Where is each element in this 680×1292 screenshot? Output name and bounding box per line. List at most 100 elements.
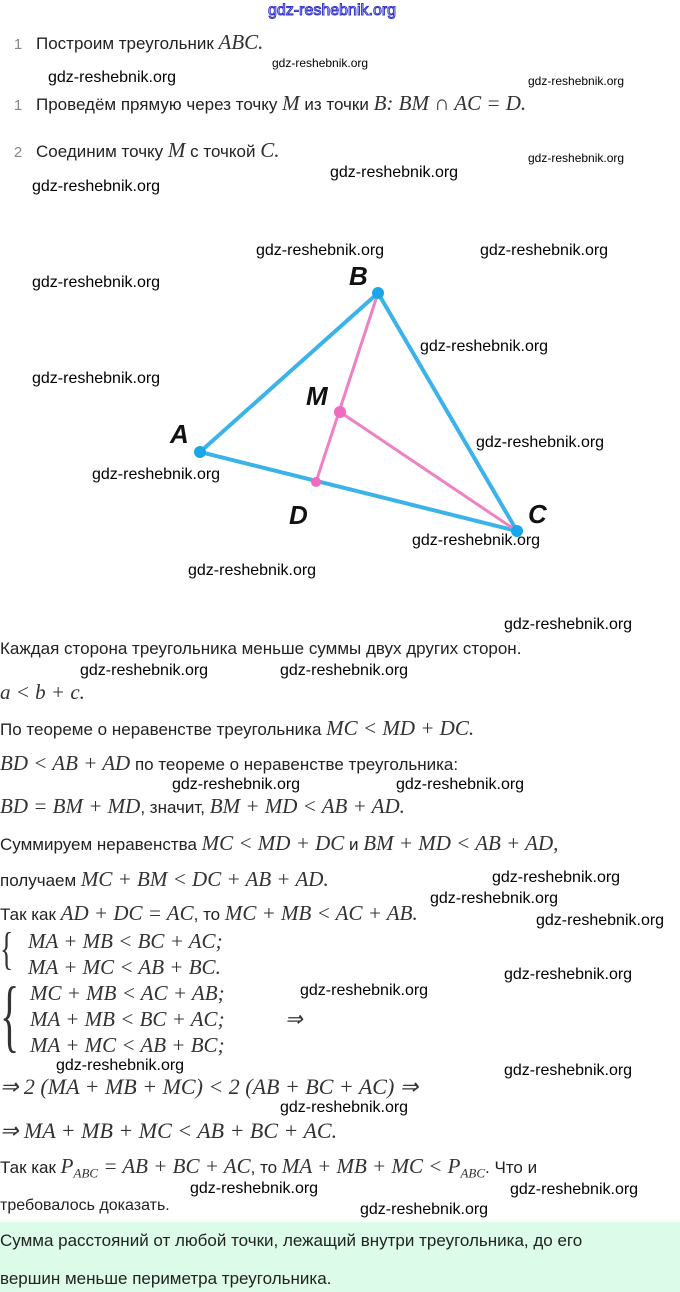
segment-mc bbox=[339, 410, 518, 533]
step-text: Соединим точку bbox=[36, 142, 168, 161]
watermark: gdz-reshebnik.org bbox=[32, 370, 161, 387]
step-text: Построим треугольник bbox=[36, 34, 219, 53]
point-m bbox=[334, 406, 346, 418]
label-c: C bbox=[528, 499, 548, 529]
text: , то bbox=[193, 905, 225, 924]
math: B: BM ∩ AC = D. bbox=[373, 91, 527, 115]
text: и bbox=[344, 835, 364, 854]
math: C. bbox=[260, 138, 280, 162]
watermark: gdz-reshebnik.org bbox=[32, 274, 161, 291]
implies-arrow: ⇒ bbox=[285, 1007, 303, 1031]
proof-line: Так как PABC = AB + BC + AC, то MA + MB … bbox=[0, 1155, 537, 1184]
watermark: gdz-reshebnik.org bbox=[256, 242, 385, 259]
label-b: B bbox=[349, 261, 368, 291]
proof-line: требовалось доказать. bbox=[0, 1197, 170, 1214]
math: MC + MB < AC + AB. bbox=[224, 901, 418, 925]
label-m: M bbox=[306, 381, 329, 411]
watermark: gdz-reshebnik.org bbox=[536, 912, 665, 929]
step-text: из точки bbox=[299, 95, 374, 114]
step-text: с точкой bbox=[185, 142, 261, 161]
triangle-abc bbox=[195, 289, 522, 535]
text: Суммируем неравенства bbox=[0, 835, 202, 854]
text: , то bbox=[250, 1158, 282, 1177]
text: По теореме о неравенстве треугольника bbox=[0, 720, 327, 739]
step-number: 2 bbox=[13, 144, 23, 161]
conclusion-box: Сумма расстояний от любой точки, лежащий… bbox=[0, 1222, 680, 1292]
math: BM + MD < AB + AD, bbox=[363, 831, 559, 855]
watermark: gdz-reshebnik.org bbox=[280, 1099, 409, 1116]
system-line: MA + MB < BC + AC; bbox=[28, 929, 223, 953]
math: MC < MD + DC bbox=[201, 831, 345, 855]
watermark: gdz-reshebnik.org bbox=[48, 69, 177, 86]
proof-line: BD < AB + AD по теореме о неравенстве тр… bbox=[0, 752, 458, 776]
text: Так как bbox=[0, 905, 61, 924]
proof-math: a < b + c. bbox=[0, 680, 85, 704]
label-d: D bbox=[289, 500, 308, 530]
watermark: gdz-reshebnik.org bbox=[300, 982, 429, 999]
segment-bd bbox=[314, 292, 380, 483]
watermark: gdz-reshebnik.org bbox=[504, 966, 633, 983]
watermark: gdz-reshebnik.org bbox=[80, 662, 209, 679]
math: BM + MD < AB + AD. bbox=[209, 794, 405, 818]
math: BD < AB + AD bbox=[0, 751, 131, 775]
point-c bbox=[511, 525, 523, 537]
point-b bbox=[372, 287, 384, 299]
watermark: gdz-reshebnik.org bbox=[272, 56, 369, 70]
conclusion-line: Сумма расстояний от любой точки, лежащий… bbox=[0, 1231, 583, 1250]
system-line: MA + MC < AB + BC. bbox=[28, 955, 221, 979]
triangle-diagram: B A M D C bbox=[169, 261, 548, 537]
step-number: 1 bbox=[13, 36, 23, 53]
math: M bbox=[282, 91, 300, 115]
system-brace: { bbox=[0, 923, 14, 974]
watermark: gdz-reshebnik.org bbox=[280, 662, 409, 679]
watermark: gdz-reshebnik.org bbox=[528, 74, 625, 88]
watermark: gdz-reshebnik.org bbox=[492, 869, 621, 886]
math: MC < MD + DC. bbox=[326, 716, 475, 740]
watermark: gdz-reshebnik.org bbox=[396, 776, 525, 793]
watermark: gdz-reshebnik.org bbox=[360, 1201, 489, 1218]
proof-line: По теореме о неравенстве треугольника MC… bbox=[0, 717, 474, 741]
watermark: gdz-reshebnik.org bbox=[504, 1062, 633, 1079]
math-subscript: ABC bbox=[460, 1165, 486, 1181]
watermark: gdz-reshebnik.org bbox=[188, 562, 317, 579]
watermark: gdz-reshebnik.org bbox=[528, 151, 625, 165]
math: ABC. bbox=[218, 30, 264, 54]
proof-line: BD = BM + MD, значит, BM + MD < AB + AD. bbox=[0, 795, 405, 819]
point-a bbox=[194, 446, 206, 458]
watermark: gdz-reshebnik.org bbox=[430, 890, 559, 907]
math: = AB + BC + AC bbox=[98, 1154, 251, 1178]
text: Так как bbox=[0, 1158, 61, 1177]
watermark: gdz-reshebnik.org bbox=[420, 338, 549, 355]
system-line: MA + MC < AB + BC; bbox=[30, 1033, 225, 1057]
watermark: gdz-reshebnik.org bbox=[476, 434, 605, 451]
system-line: MC + MB < AC + AB; bbox=[30, 981, 225, 1005]
text: получаем bbox=[0, 871, 81, 890]
watermark: gdz-reshebnik.org bbox=[92, 466, 221, 483]
watermark: gdz-reshebnik.org bbox=[32, 178, 161, 195]
text: по теореме о неравенстве треугольника: bbox=[130, 755, 459, 774]
math: M bbox=[167, 138, 186, 162]
watermark: gdz-reshebnik.org bbox=[330, 164, 459, 181]
watermark: gdz-reshebnik.org bbox=[190, 1180, 319, 1197]
step-number: 1 bbox=[13, 97, 23, 114]
math: AD + DC = AC bbox=[60, 901, 194, 925]
watermark: gdz-reshebnik.org bbox=[412, 532, 541, 549]
text: . Что и bbox=[485, 1158, 538, 1177]
step: 2 Соединим точку M с точкой C. bbox=[0, 138, 280, 164]
math-subscript: ABC bbox=[73, 1165, 99, 1181]
system-brace: { bbox=[0, 972, 20, 1060]
step: 1 Построим треугольник ABC. bbox=[0, 30, 264, 56]
watermark: gdz-reshebnik.org bbox=[56, 1057, 185, 1074]
proof-line: получаем MC + BM < DC + AB + AD. bbox=[0, 868, 329, 892]
point-d bbox=[311, 477, 321, 487]
math: MA + MB + MC < P bbox=[281, 1154, 461, 1178]
math: MC + BM < DC + AB + AD. bbox=[80, 867, 329, 891]
proof-line: Каждая сторона треугольника меньше суммы… bbox=[0, 639, 522, 658]
math: P bbox=[60, 1154, 74, 1178]
system-line: MA + MB < BC + AC; bbox=[30, 1007, 225, 1031]
proof-line: Так как AD + DC = AC, то MC + MB < AC + … bbox=[0, 902, 418, 926]
text: , значит, bbox=[140, 798, 210, 817]
watermark: gdz-reshebnik.org bbox=[267, 2, 397, 20]
proof-math: ⇒ MA + MB + MC < AB + BC + AC. bbox=[0, 1118, 338, 1143]
